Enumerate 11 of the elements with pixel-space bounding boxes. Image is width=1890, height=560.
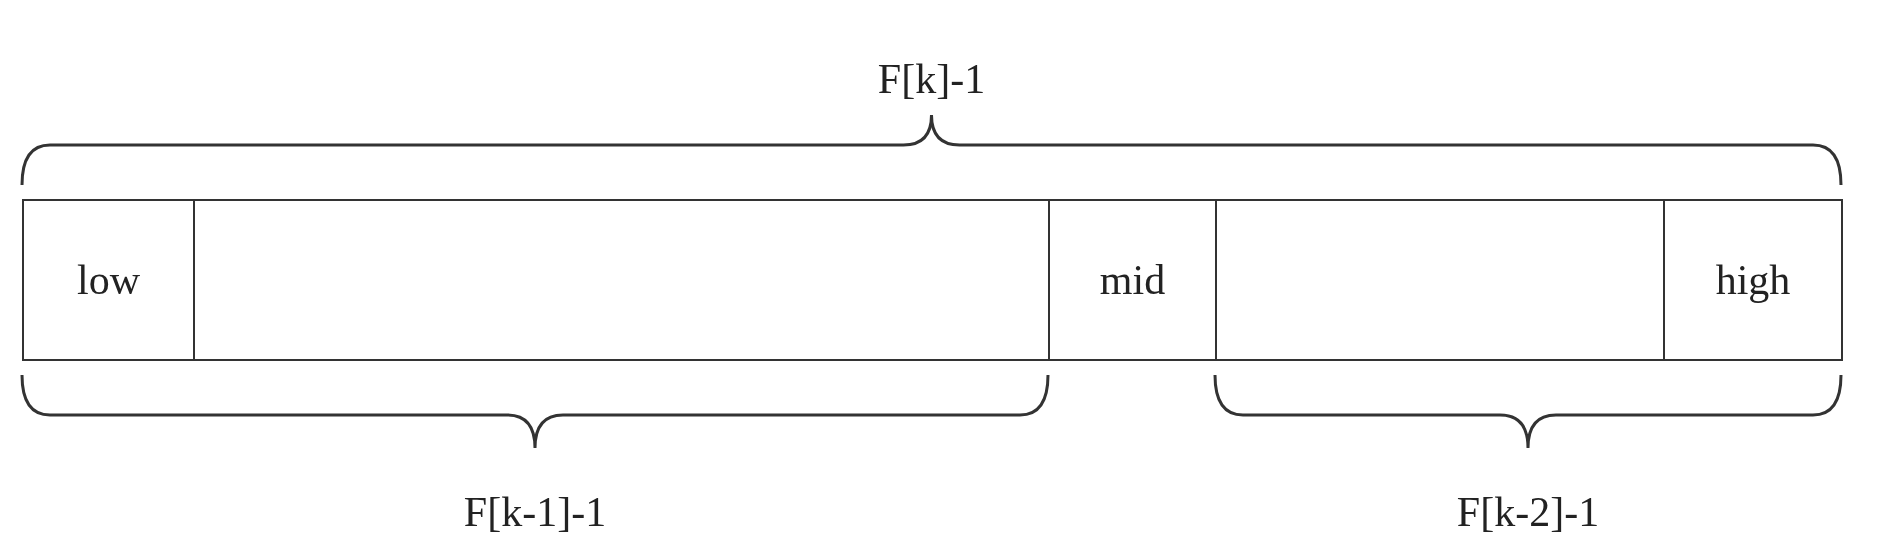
span-length-label: F[k-2]-1 xyxy=(1456,488,1600,536)
array-cell xyxy=(1215,199,1665,361)
span-length-label: F[k-1]-1 xyxy=(463,488,607,536)
array-cell xyxy=(22,199,195,361)
array-cell xyxy=(193,199,1050,361)
span-length-label: F[k]-1 xyxy=(877,55,986,103)
array-cell xyxy=(1663,199,1843,361)
cell-label: mid xyxy=(1099,256,1166,304)
cell-label: low xyxy=(77,256,140,304)
cell-label: high xyxy=(1715,256,1791,304)
array-cell xyxy=(1048,199,1217,361)
